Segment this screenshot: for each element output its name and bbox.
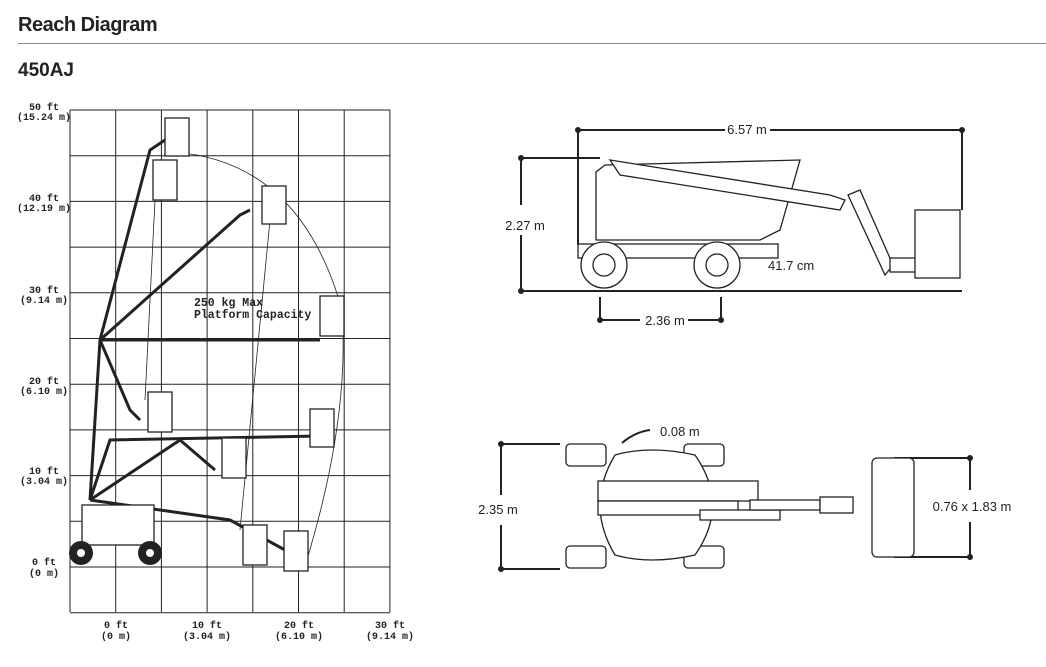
reach-machine-base [69, 504, 162, 565]
y-label-ft: 30 ft [29, 285, 59, 297]
y-label-ft: 20 ft [29, 376, 59, 388]
tail-swing-label: 0.08 m [660, 424, 700, 439]
x-axis-labels: 0 ft (0 m) 10 ft (3.04 m) 20 ft (6.10 m)… [101, 620, 414, 643]
x-label-ft: 30 ft [375, 620, 405, 632]
overall-length-label: 6.57 m [727, 122, 767, 137]
x-label-ft: 0 ft [104, 620, 128, 632]
top-view: 0.08 m 2.35 m 0.76 x 1.83 m [478, 424, 1011, 572]
page-title: Reach Diagram [18, 14, 158, 36]
reach-grid [69, 109, 391, 614]
y-label-m: (6.10 m) [20, 386, 68, 398]
y-label-ft: 50 ft [29, 102, 59, 114]
x-label-m: (0 m) [101, 631, 131, 643]
wheelbase-label: 2.36 m [645, 313, 685, 328]
y-label-m: (9.14 m) [20, 295, 68, 307]
platform-size-label: 0.76 x 1.83 m [933, 499, 1012, 514]
ground-clearance-label: 41.7 cm [768, 258, 814, 273]
capacity-label-line1: 250 kg Max [194, 297, 263, 310]
model-name: 450AJ [18, 60, 74, 81]
y-label-m: (0 m) [29, 568, 59, 580]
y-label-ft: 40 ft [29, 193, 59, 205]
x-label-ft: 10 ft [192, 620, 222, 632]
x-label-m: (3.04 m) [183, 631, 231, 643]
x-label-m: (6.10 m) [275, 631, 323, 643]
platforms [147, 117, 345, 572]
x-label-m: (9.14 m) [366, 631, 414, 643]
y-axis-labels: 50 ft (15.24 m) 40 ft (12.19 m) 30 ft (9… [17, 102, 71, 580]
y-label-ft: 0 ft [32, 557, 56, 569]
capacity-label-line2: Platform Capacity [194, 309, 311, 322]
overall-width-label: 2.35 m [478, 502, 518, 517]
stowed-height-label: 2.27 m [505, 218, 545, 233]
y-label-ft: 10 ft [29, 466, 59, 478]
side-view: 6.57 m 2.27 m 41.7 cm 2.36 m [505, 122, 965, 328]
y-label-m: (3.04 m) [20, 476, 68, 488]
title-divider [18, 43, 1046, 44]
y-label-m: (12.19 m) [17, 203, 71, 215]
y-label-m: (15.24 m) [17, 112, 71, 124]
x-label-ft: 20 ft [284, 620, 314, 632]
